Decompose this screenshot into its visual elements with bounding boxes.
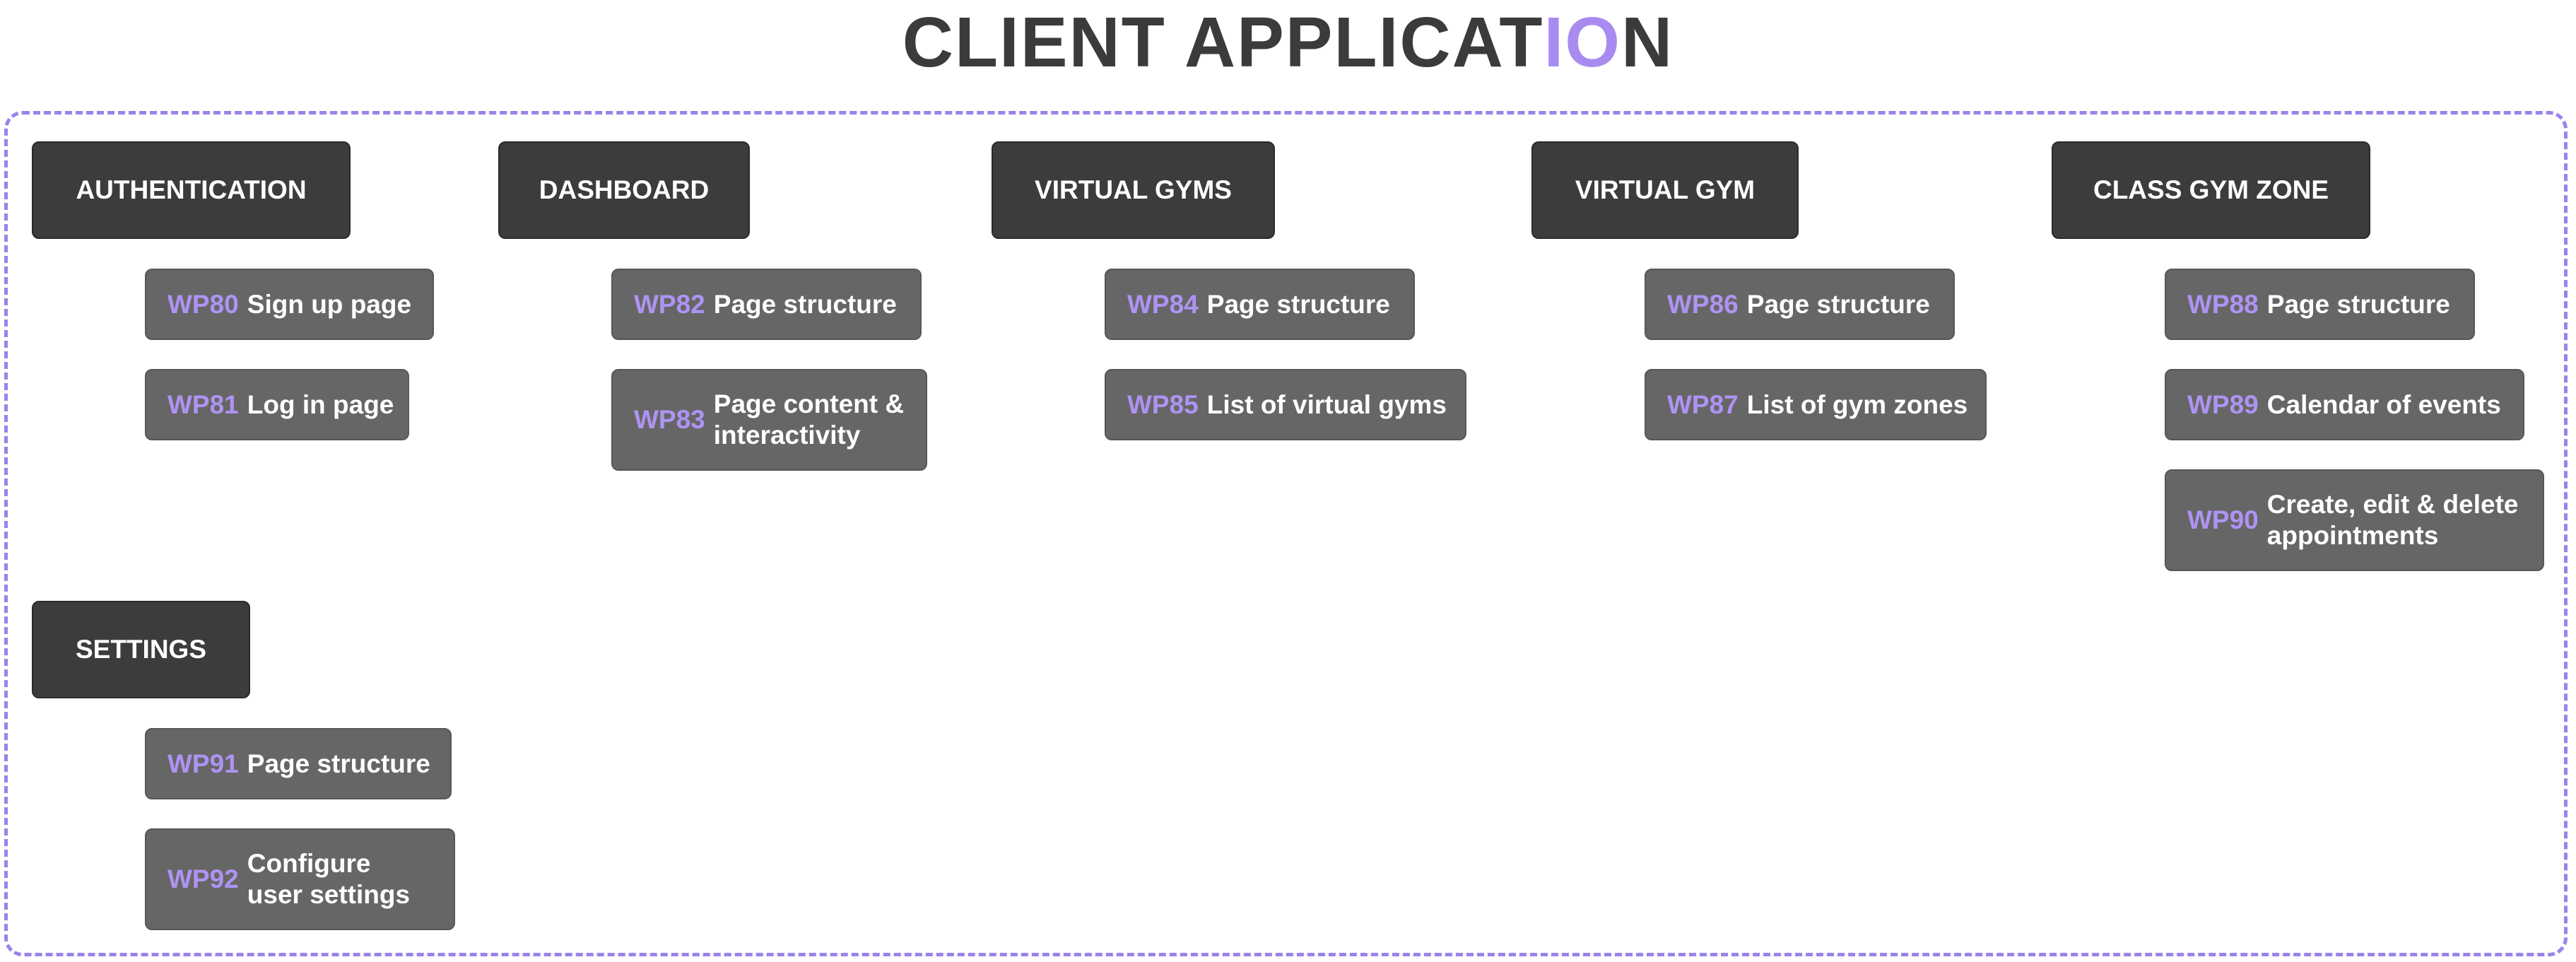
work-package-label: List of virtual gyms [1206, 389, 1447, 419]
work-package-code: WP87 [1667, 389, 1739, 419]
work-package-label: Create, edit & delete appointments [2266, 490, 2519, 550]
work-package-wp90: WP90 Create, edit & delete appointments [2165, 469, 2544, 571]
work-package-wp86: WP86 Page structure [1645, 269, 1955, 340]
client-application-frame [4, 111, 2568, 956]
work-package-label: Calendar of events [2266, 389, 2501, 419]
work-package-label: Page structure [1206, 289, 1390, 319]
work-package-label: Page structure [2266, 289, 2450, 319]
work-package-wp88: WP88 Page structure [2165, 269, 2475, 340]
work-package-code: WP90 [2187, 505, 2259, 534]
section-virtual-gyms: VIRTUAL GYMS [992, 141, 1275, 239]
work-package-wp91: WP91 Page structure [145, 728, 452, 799]
work-package-wp87: WP87 List of gym zones [1645, 369, 1987, 440]
work-package-label: Page content & interactivity [713, 389, 905, 450]
work-package-code: WP83 [634, 405, 705, 434]
work-package-wp92: WP92 Configure user settings [145, 828, 455, 930]
work-package-wp85: WP85 List of virtual gyms [1105, 369, 1466, 440]
section-settings: SETTINGS [32, 601, 250, 698]
work-package-wp83: WP83 Page content & interactivity [611, 369, 927, 471]
work-package-label: Log in page [247, 389, 394, 419]
work-package-wp89: WP89 Calendar of events [2165, 369, 2524, 440]
work-package-label: Sign up page [247, 289, 412, 319]
work-package-code: WP86 [1667, 289, 1739, 319]
work-package-code: WP81 [167, 389, 239, 419]
work-package-code: WP84 [1127, 289, 1199, 319]
work-package-code: WP80 [167, 289, 239, 319]
work-package-wp84: WP84 Page structure [1105, 269, 1415, 340]
work-package-wp81: WP81 Log in page [145, 369, 409, 440]
work-package-code: WP85 [1127, 389, 1199, 419]
work-package-label: Page structure [1746, 289, 1930, 319]
section-authentication: AUTHENTICATION [32, 141, 351, 239]
section-virtual-gym: VIRTUAL GYM [1531, 141, 1799, 239]
title-end: N [1621, 3, 1674, 82]
work-package-label: Page structure [247, 749, 430, 778]
work-package-code: WP91 [167, 749, 239, 778]
work-package-code: WP88 [2187, 289, 2259, 319]
work-package-wp82: WP82 Page structure [611, 269, 922, 340]
work-package-code: WP89 [2187, 389, 2259, 419]
work-package-code: WP92 [167, 864, 239, 893]
work-package-label: Page structure [713, 289, 897, 319]
work-package-code: WP82 [634, 289, 705, 319]
work-package-wp80: WP80 Sign up page [145, 269, 434, 340]
work-package-label: Configure user settings [247, 849, 411, 909]
diagram-title: CLIENT APPLICATION [0, 0, 2576, 85]
title-main: CLIENT APPLICAT [902, 3, 1544, 82]
work-package-label: List of gym zones [1746, 389, 1968, 419]
section-dashboard: DASHBOARD [498, 141, 750, 239]
title-accent: IO [1543, 3, 1622, 82]
section-class-gym-zone: CLASS GYM ZONE [2052, 141, 2370, 239]
